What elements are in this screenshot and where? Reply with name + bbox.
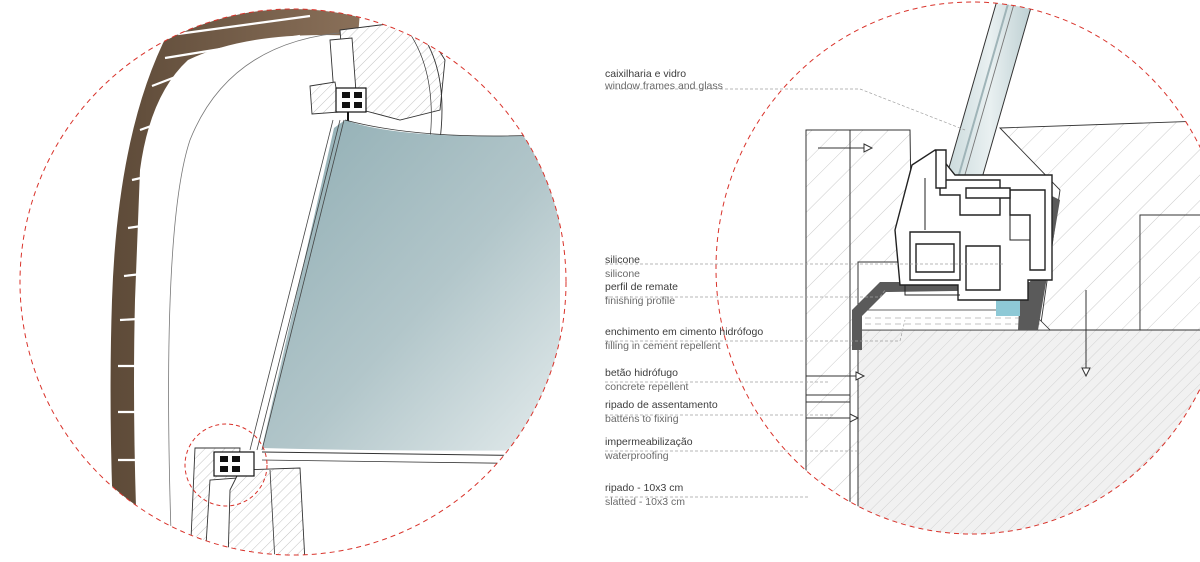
label-concrete-pt: betão hidrófugo [605,367,678,379]
right-detail-boundary [715,1,1200,535]
label-slatted: ripado - 10x3 cm slatted - 10x3 cm [605,482,685,508]
glass-pane [262,120,560,451]
label-finishing-profile: perfil de remate finishing profile [605,281,678,307]
slat-joints [118,14,311,510]
outer-cladding [805,129,851,534]
glazing [943,2,1037,186]
label-finishing-profile-en: finishing profile [605,295,676,307]
label-slatted-en: slatted - 10x3 cm [605,496,685,508]
label-cement-filling: enchimento em cimento hidrófogo filling … [605,326,763,352]
label-window-frames: caixilharia e vidro window frames and gl… [605,68,723,92]
label-silicone-pt: silicone [605,254,641,266]
label-concrete-en: concrete repellent [605,381,689,393]
top-frame-profile [335,87,367,124]
label-battens-pt: ripado de assentamento [605,399,718,411]
label-battens-en: battens to fixing [605,413,679,425]
left-detail-view [110,9,561,555]
bottom-sill [189,447,306,555]
label-waterproofing-pt: impermeabilização [605,436,693,448]
aluminium-frame-profile [894,149,1053,301]
leader-lines [605,88,1004,498]
label-window-frames-pt: caixilharia e vidro [605,68,687,80]
label-silicone: silicone silicone [605,254,640,280]
screws [806,143,1091,423]
top-lintel [309,17,446,141]
zoom-callout-circle [184,423,268,507]
label-silicone-en: silicone [605,268,641,280]
label-window-frames-en: window frames and glass [605,80,723,92]
label-cement-filling-en: filling in cement repellent [605,340,721,352]
label-cement-filling-pt: enchimento em cimento hidrófogo [605,326,764,338]
label-waterproofing: impermeabilização waterproofing [605,436,693,462]
label-concrete: betão hidrófugo concrete repellent [605,367,688,393]
label-finishing-profile-pt: perfil de remate [605,281,678,293]
label-waterproofing-en: waterproofing [605,450,669,462]
right-detail-view [805,2,1200,534]
label-battens: ripado de assentamento battens to fixing [605,399,718,425]
left-detail-boundary [19,8,567,556]
label-slatted-pt: ripado - 10x3 cm [605,482,684,494]
glass-section-line [249,119,345,451]
